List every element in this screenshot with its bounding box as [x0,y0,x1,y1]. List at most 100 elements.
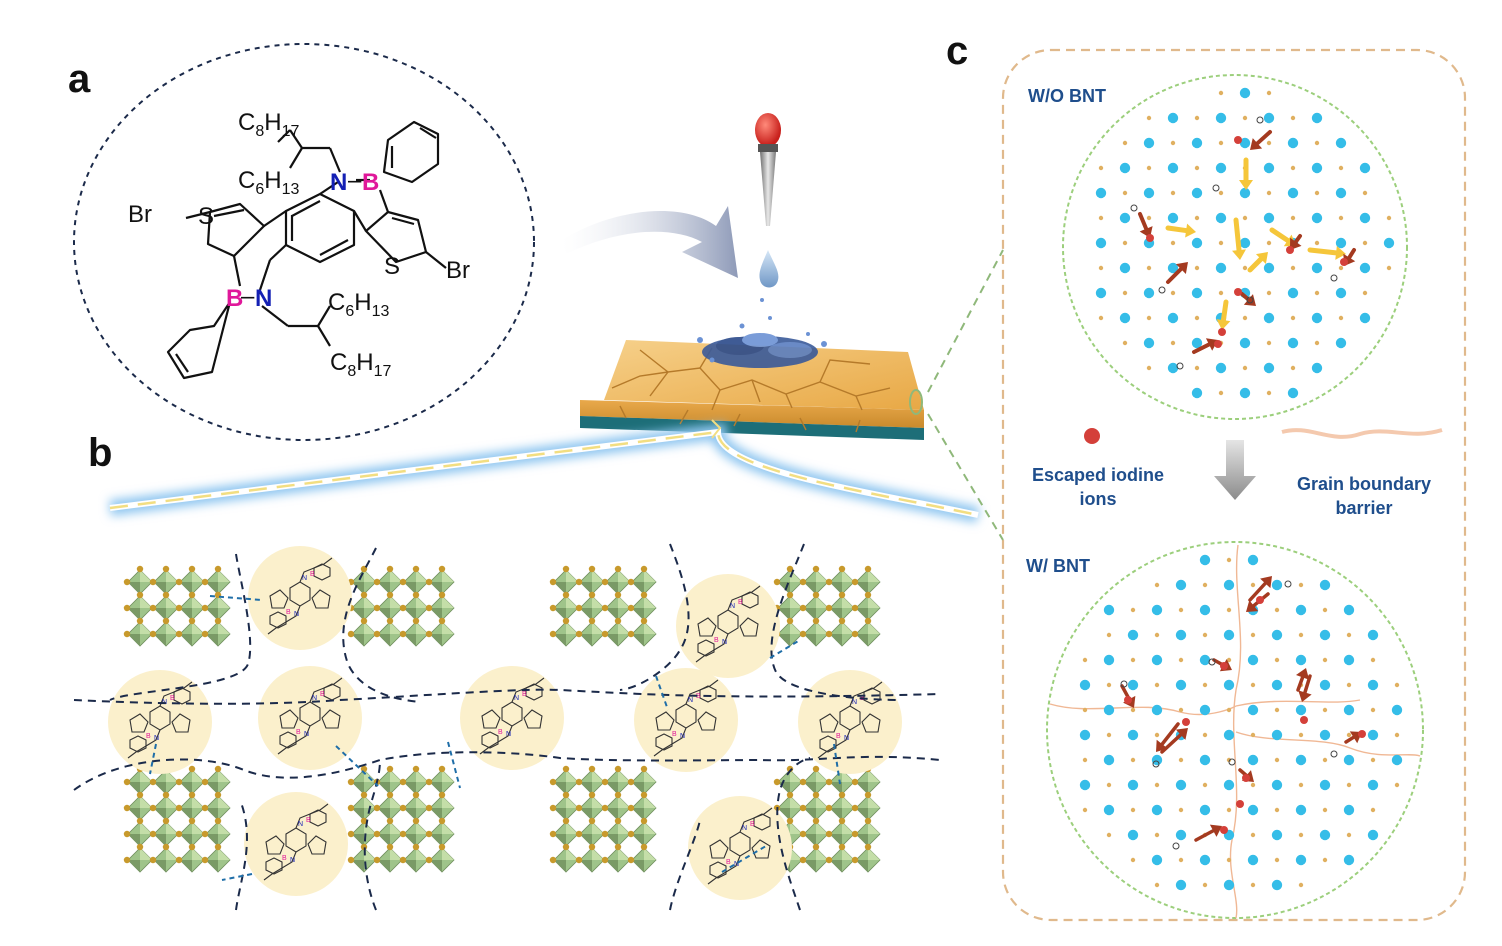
a-site-atom [201,630,209,638]
cation-site [1191,137,1203,149]
migration-arrow-shaft [1293,234,1302,244]
anion-site [1370,707,1376,713]
svg-text:C6H13: C6H13 [238,167,299,198]
a-site-atom [347,830,355,838]
a-site-atom [201,804,209,812]
vacancy [1176,362,1184,370]
a-site-atom [640,817,648,825]
a-site-atom [588,843,596,851]
anion-site [1130,807,1136,813]
a-site-atom [399,830,407,838]
a-site-atom [575,578,583,586]
cation-site [1335,287,1347,299]
cation-site [1103,704,1115,716]
cation-site [1271,829,1283,841]
a-site-atom [640,591,648,599]
a-site-atom [214,817,222,825]
anion-site [1130,657,1136,663]
octahedron [553,769,579,795]
lattice-wo-bnt [1095,87,1395,399]
a-site-atom [123,778,131,786]
a-site-atom [412,765,420,773]
anion-site [1194,265,1200,271]
octahedron [153,621,179,647]
octahedron [429,795,455,821]
cation-site [1095,237,1107,249]
octahedron [429,569,455,595]
cation-site [1247,704,1259,716]
cation-site [1287,187,1299,199]
a-site-atom [773,578,781,586]
a-site-atom [588,565,596,573]
octahedron [205,821,231,847]
a-site-atom [825,630,833,638]
a-site-atom [588,765,596,773]
octahedron [605,821,631,847]
anion-site [1338,315,1344,321]
trapped-iodine-ion [1242,774,1250,782]
cation-site [1311,262,1323,274]
cation-site [1319,679,1331,691]
anion-site [1346,632,1352,638]
anion-site [1338,165,1344,171]
anion-site [1106,782,1112,788]
octahedron [803,595,829,621]
cation-site [1311,312,1323,324]
migration-arrow-head [1246,600,1259,612]
cation-site [1199,604,1211,616]
octahedron [127,795,153,821]
migration-arrow-head [1239,180,1253,190]
cation-site [1239,387,1251,399]
vacancy [1130,204,1138,212]
anion-site [1106,682,1112,688]
anion-site [1322,807,1328,813]
cation-site [1175,679,1187,691]
a-site-atom [188,791,196,799]
cation-site [1215,362,1227,374]
anion-site [1226,557,1232,563]
a-site-atom [373,830,381,838]
anion-site [1146,115,1152,121]
cation-site [1223,779,1235,791]
migration-arrow-head [1255,252,1268,265]
a-site-atom [838,617,846,625]
cation-site [1335,137,1347,149]
anion-site [1154,682,1160,688]
a-site-atom [162,617,170,625]
cation-site [1239,237,1251,249]
a-site-atom [425,630,433,638]
a-site-atom [825,578,833,586]
octahedron [829,621,855,647]
cation-site [1175,579,1187,591]
a-site-atom [562,765,570,773]
a-site-atom [601,578,609,586]
label-w-bnt: W/ BNT [1026,556,1090,576]
octahedron [829,795,855,821]
svg-text:C8H17: C8H17 [330,349,391,380]
anion-site [1170,240,1176,246]
anion-site [1298,632,1304,638]
anion-site [1154,882,1160,888]
octahedron [803,769,829,795]
cation-site [1167,312,1179,324]
a-site-atom [773,778,781,786]
cation-site [1335,337,1347,349]
octahedron [803,847,829,873]
a-site-atom [627,604,635,612]
a-site-atom [149,630,157,638]
a-site-atom [799,804,807,812]
a-site-atom [399,630,407,638]
cation-site [1263,162,1275,174]
cation-site [1079,679,1091,691]
migration-arrow-shaft [1248,581,1267,602]
cation-site [1295,654,1307,666]
octahedron [553,821,579,847]
a-site-atom [601,778,609,786]
a-site-atom [601,630,609,638]
cation-site [1271,579,1283,591]
anion-site [1298,832,1304,838]
anion-site [1266,90,1272,96]
a-site-atom [149,778,157,786]
a-site-atom [188,817,196,825]
cation-site [1223,679,1235,691]
